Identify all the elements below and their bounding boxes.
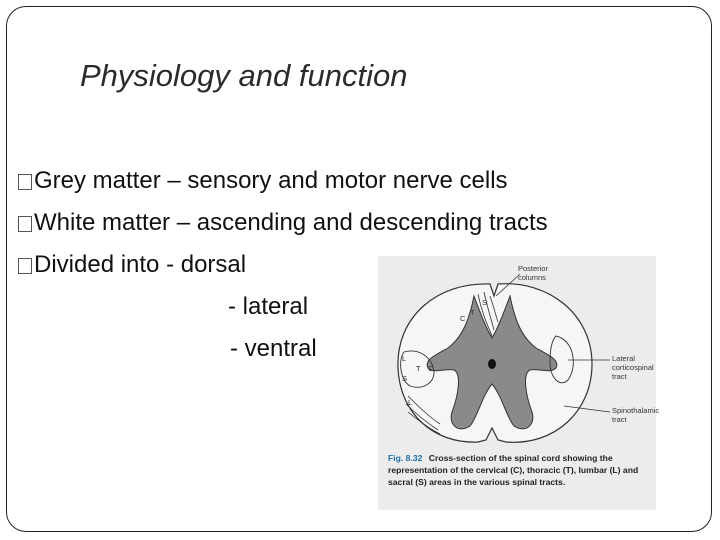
lateral-corticospinal-label: Lateral corticospinal tract bbox=[612, 354, 654, 381]
central-canal bbox=[488, 359, 496, 369]
region-letter: S bbox=[402, 374, 408, 383]
bullet-box-icon bbox=[18, 174, 32, 190]
spinothalamic-label: Spinothalamic tract bbox=[612, 406, 660, 424]
bullet-item: White matter – ascending and descending … bbox=[18, 202, 548, 244]
sub-item: - ventral bbox=[18, 328, 548, 370]
posterior-column-line bbox=[489, 295, 499, 323]
region-letter: S bbox=[482, 298, 488, 307]
region-letter: L bbox=[402, 354, 407, 363]
bullet-box-icon bbox=[18, 216, 32, 232]
spinothalamic-line bbox=[407, 395, 441, 425]
region-letter: T bbox=[416, 364, 421, 373]
region-letter: T bbox=[470, 308, 475, 317]
spinal-cord-diagram bbox=[397, 273, 611, 443]
bullet-item: Grey matter – sensory and motor nerve ce… bbox=[18, 160, 548, 202]
region-letter: C bbox=[428, 364, 434, 373]
bullet-text: Divided into - dorsal bbox=[34, 251, 247, 278]
spinothalamic-line bbox=[407, 411, 441, 435]
bullet-text: White matter – ascending and descending … bbox=[34, 209, 548, 236]
region-letter: L bbox=[408, 398, 413, 407]
region-letter: C bbox=[460, 314, 466, 323]
posterior-column-line bbox=[483, 291, 495, 331]
bullet-box-icon bbox=[18, 258, 32, 274]
posterior-column-line bbox=[477, 293, 493, 337]
sub-item: - lateral bbox=[18, 286, 548, 328]
bullet-item: Divided into - dorsal bbox=[18, 244, 548, 286]
bullet-list: Grey matter – sensory and motor nerve ce… bbox=[18, 160, 548, 370]
slide-title: Physiology and function bbox=[80, 58, 408, 93]
bullet-text: Grey matter – sensory and motor nerve ce… bbox=[34, 167, 508, 194]
sub-item-text: - lateral bbox=[228, 293, 309, 320]
left-tract-region bbox=[400, 350, 435, 388]
posterior-columns-label: Posterior columns bbox=[518, 264, 549, 282]
figure-caption-text: Cross-section of the spinal cord showing… bbox=[388, 453, 639, 487]
pointer-line bbox=[563, 405, 611, 413]
figure-caption: Fig. 8.32 Cross-section of the spinal co… bbox=[388, 452, 650, 488]
sub-item-text: - ventral bbox=[230, 335, 317, 362]
spinal-cord-figure: Posterior columns Lateral corticospinal … bbox=[378, 256, 660, 510]
lateral-tract-region bbox=[549, 335, 574, 384]
pointer-line bbox=[495, 273, 521, 297]
figure-number: Fig. 8.32 bbox=[388, 453, 423, 463]
spinothalamic-line bbox=[405, 403, 439, 431]
